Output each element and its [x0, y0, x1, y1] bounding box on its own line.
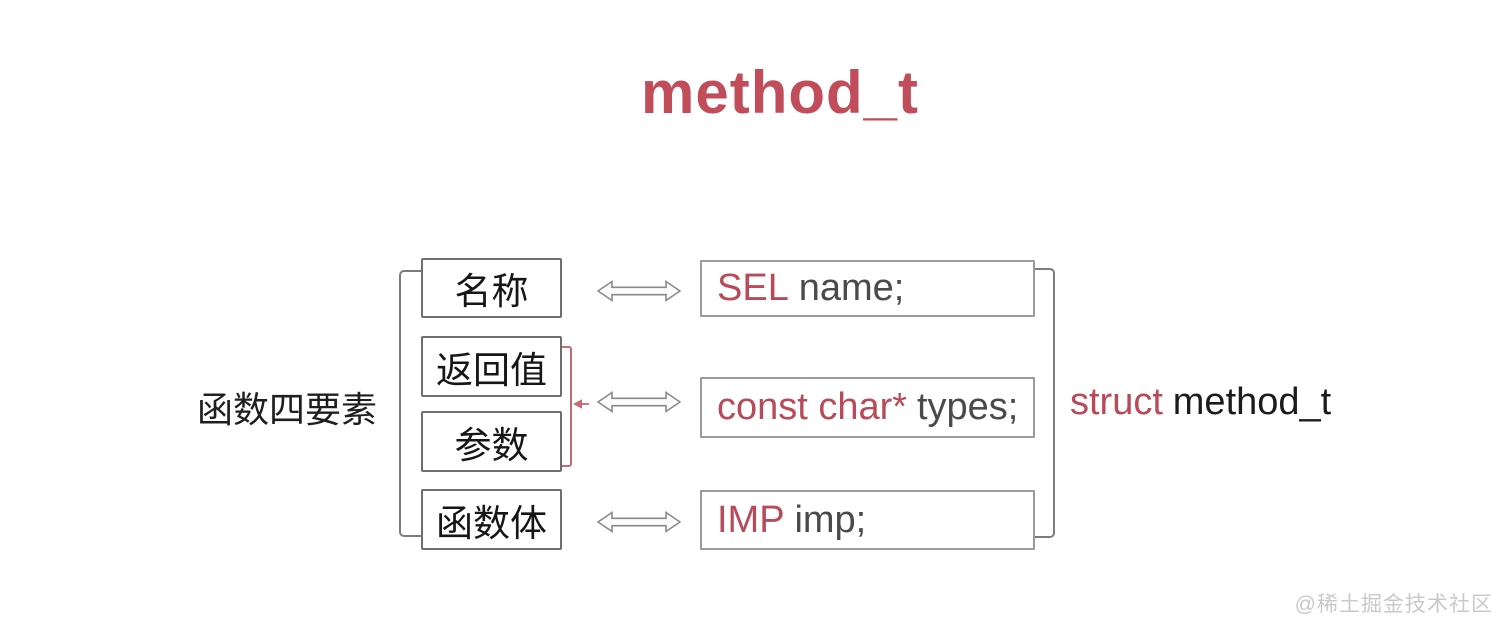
struct-name: method_t	[1172, 381, 1332, 423]
function-element-box-name: 名称	[421, 258, 562, 318]
function-element-label: 返回值	[436, 349, 547, 391]
function-element-box-return-value: 返回值	[421, 336, 562, 397]
category-label: 函数四要素	[197, 389, 378, 430]
merge-bracket-red	[562, 346, 572, 467]
function-element-label: 名称	[454, 271, 529, 312]
merge-arrowhead-icon	[573, 399, 589, 409]
function-element-box-body: 函数体	[421, 489, 562, 550]
struct-member-box-imp: IMP imp;	[700, 490, 1035, 550]
left-right-arrow-icon	[597, 390, 681, 414]
member-type: const char*	[717, 386, 908, 428]
page-title: method_t	[641, 59, 919, 126]
struct-member-box-name: SEL name;	[700, 260, 1035, 317]
right-group-bracket	[1035, 268, 1055, 538]
left-right-arrow-icon	[597, 279, 681, 303]
member-type: IMP	[717, 498, 785, 541]
member-type: SEL	[717, 267, 789, 309]
watermark: @稀土掘金技术社区	[1294, 593, 1493, 616]
member-field: imp;	[794, 498, 867, 541]
left-group-bracket	[399, 270, 421, 537]
struct-member-box-types: const char* types;	[700, 377, 1035, 438]
function-element-label: 参数	[454, 424, 529, 466]
member-field: types;	[916, 386, 1019, 428]
left-right-arrow-icon	[597, 510, 681, 534]
function-element-label: 函数体	[436, 502, 547, 544]
struct-keyword: struct	[1070, 381, 1163, 423]
function-element-box-parameters: 参数	[421, 411, 562, 472]
member-field: name;	[798, 267, 905, 309]
